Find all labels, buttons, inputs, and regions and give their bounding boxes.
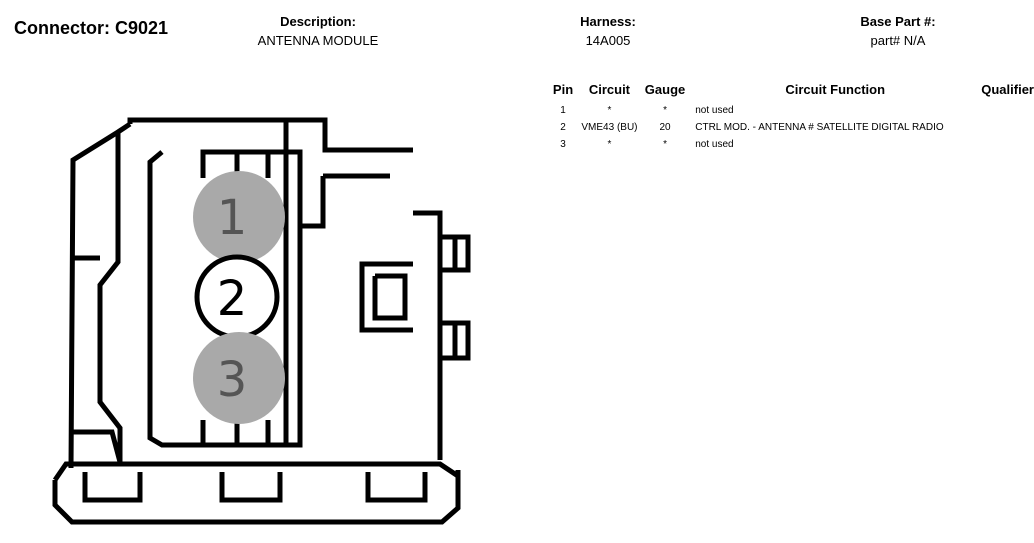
- cell-pin: 1: [560, 105, 566, 116]
- harness-block: Harness: 14A005: [538, 12, 678, 50]
- header-qualifier: Qualifier: [981, 81, 1034, 97]
- pin-table: Pin Circuit Gauge Circuit Function Quali…: [548, 80, 1034, 153]
- cell-gauge: 20: [659, 122, 671, 133]
- pin-cavity-2: 2: [194, 254, 280, 340]
- cell-qualifier: [975, 136, 1034, 153]
- cell-pin: 3: [560, 139, 566, 150]
- cell-qualifier: [975, 102, 1034, 119]
- pin-label-3: 3: [217, 352, 248, 408]
- cell-circuit: VME43 (BU): [581, 122, 638, 133]
- connector-title: Connector: C9021: [14, 18, 169, 38]
- cell-pin: 2: [560, 122, 566, 133]
- base-part-label: Base Part #:: [860, 14, 936, 29]
- pin-label-2: 2: [217, 271, 248, 327]
- cell-gauge: *: [663, 139, 667, 150]
- header-circuit: Circuit: [588, 81, 631, 97]
- pin-label-1: 1: [217, 190, 248, 246]
- table-row: 2 VME43 (BU) 20 CTRL MOD. - ANTENNA # SA…: [548, 119, 1034, 136]
- pin-cavity-3: 3: [193, 332, 285, 424]
- description-label: Description:: [280, 14, 356, 29]
- harness-value: 14A005: [585, 33, 631, 48]
- header-circuit-function: Circuit Function: [785, 81, 886, 97]
- table-row: 1 * * not used: [548, 102, 1034, 119]
- base-part-block: Base Part #: part# N/A: [808, 12, 988, 50]
- table-row: 3 * * not used: [548, 136, 1034, 153]
- header-pin: Pin: [552, 81, 574, 97]
- cell-circuit: *: [607, 139, 612, 150]
- pin-cavity-1: 1: [193, 171, 285, 263]
- cell-function: not used: [695, 139, 734, 150]
- pin-table-header: Pin Circuit Gauge Circuit Function Quali…: [548, 80, 1034, 102]
- cell-qualifier: [975, 119, 1034, 136]
- cell-circuit: *: [607, 105, 612, 116]
- connector-housing-outline: [52, 117, 471, 525]
- description-value: ANTENNA MODULE: [257, 33, 379, 48]
- connector-face-diagram: 1 2 3: [52, 117, 471, 525]
- harness-label: Harness:: [580, 14, 636, 29]
- base-part-value: part# N/A: [870, 33, 926, 48]
- cell-gauge: *: [663, 105, 667, 116]
- cell-function: not used: [695, 105, 734, 116]
- cell-function: CTRL MOD. - ANTENNA # SATELLITE DIGITAL …: [695, 122, 944, 133]
- description-block: Description: ANTENNA MODULE: [218, 12, 418, 50]
- header-gauge: Gauge: [644, 81, 686, 97]
